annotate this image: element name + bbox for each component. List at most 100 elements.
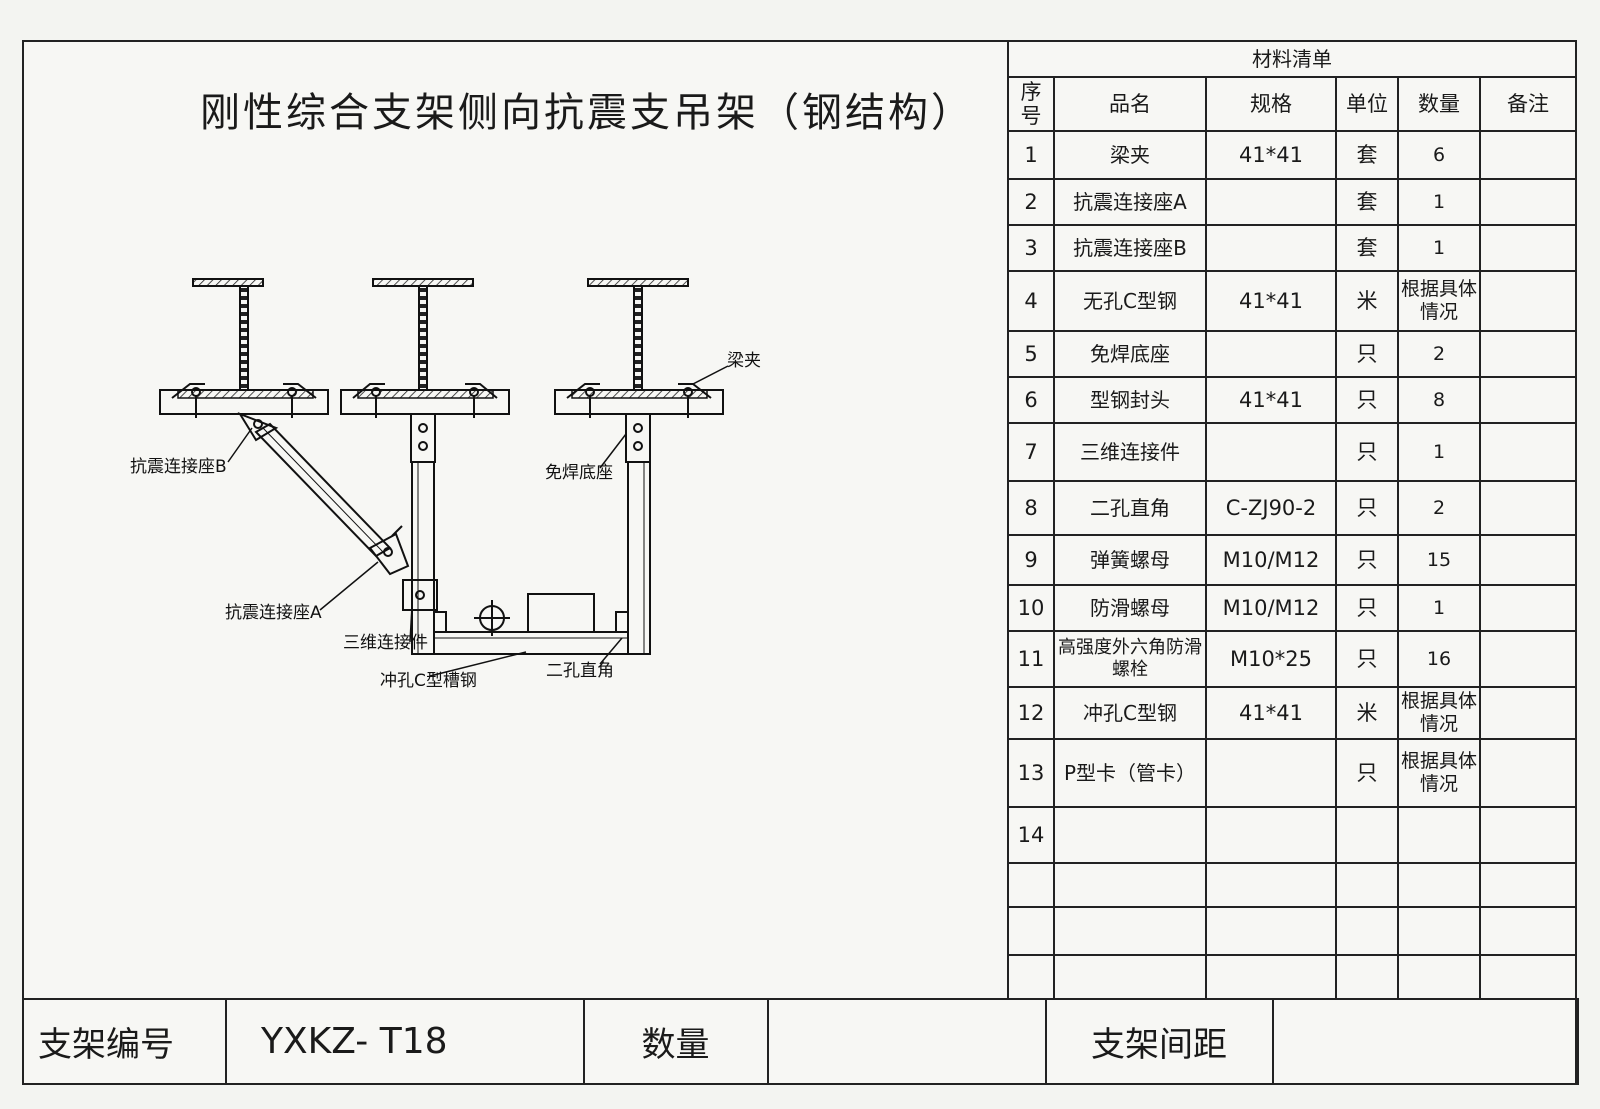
cell-index: 12	[1007, 686, 1055, 740]
cell-remark	[1478, 130, 1578, 180]
cell-index: 14	[1007, 806, 1055, 864]
cell-remark	[1478, 178, 1578, 226]
seismic-seat-b	[237, 411, 279, 442]
cell-spec	[1205, 178, 1337, 226]
header-index: 序号	[1007, 76, 1055, 132]
cell-unit: 只	[1335, 630, 1399, 688]
cell-quantity: 根据具体情况	[1397, 270, 1481, 332]
label-three-d-connector: 三维连接件	[343, 633, 428, 653]
two-hole-angles	[434, 611, 628, 632]
cell-name: 抗震连接座B	[1053, 224, 1207, 272]
cell-index	[1007, 862, 1055, 908]
cell-quantity: 1	[1397, 178, 1481, 226]
cell-quantity: 16	[1397, 630, 1481, 688]
header-spec: 规格	[1205, 76, 1337, 132]
beam-clamps	[171, 383, 712, 418]
vertical-channels	[411, 461, 651, 655]
cell-index: 6	[1007, 376, 1055, 424]
cell-index	[1007, 906, 1055, 956]
cell-remark	[1478, 224, 1578, 272]
cell-unit: 米	[1335, 270, 1399, 332]
cell-spec: 41*41	[1205, 376, 1337, 424]
cell-index: 11	[1007, 630, 1055, 688]
cell-index: 8	[1007, 480, 1055, 536]
cell-unit: 只	[1335, 422, 1399, 482]
cell-quantity: 根据具体情况	[1397, 738, 1481, 808]
cell-remark	[1478, 584, 1578, 632]
cell-remark	[1478, 630, 1578, 688]
cell-name	[1053, 862, 1207, 908]
cell-spec: 41*41	[1205, 686, 1337, 740]
cell-spec	[1205, 330, 1337, 378]
seismic-seat-a	[368, 525, 410, 576]
cell-name: 冲孔C型钢	[1053, 686, 1207, 740]
cell-quantity: 1	[1397, 224, 1481, 272]
cell-unit: 只	[1335, 738, 1399, 808]
cell-spec	[1205, 906, 1337, 956]
cell-spec: 41*41	[1205, 130, 1337, 180]
cell-unit: 只	[1335, 330, 1399, 378]
cell-name: 弹簧螺母	[1053, 534, 1207, 586]
cell-unit: 套	[1335, 178, 1399, 226]
cell-unit: 米	[1335, 686, 1399, 740]
leader-lines	[227, 365, 729, 677]
cell-unit: 只	[1335, 376, 1399, 424]
label-weld-free-base: 免焊底座	[545, 463, 613, 483]
cell-spec	[1205, 954, 1337, 1000]
cell-quantity	[1397, 806, 1481, 864]
spacing-label: 支架间距	[1045, 998, 1274, 1085]
cell-remark	[1478, 906, 1578, 956]
cell-quantity: 6	[1397, 130, 1481, 180]
cell-remark	[1478, 480, 1578, 536]
cell-unit	[1335, 954, 1399, 1000]
cell-spec: M10/M12	[1205, 534, 1337, 586]
cell-quantity: 1	[1397, 584, 1481, 632]
spacing-value	[1272, 998, 1579, 1085]
materials-caption-row: 材料清单	[1006, 40, 1578, 78]
label-two-hole-angle: 二孔直角	[546, 661, 614, 681]
quantity-label: 数量	[583, 998, 769, 1085]
cell-name: 三维连接件	[1053, 422, 1207, 482]
cell-remark	[1478, 686, 1578, 740]
materials-header-row: 序号 品名 规格 单位 数量 备注	[1007, 76, 1578, 132]
cell-spec	[1205, 738, 1337, 808]
cell-unit: 套	[1335, 224, 1399, 272]
cell-quantity: 8	[1397, 376, 1481, 424]
steel-beam-left	[159, 278, 329, 415]
cell-name: 高强度外六角防滑螺栓	[1053, 630, 1207, 688]
cell-index: 10	[1007, 584, 1055, 632]
materials-row	[1007, 862, 1578, 908]
cell-index: 3	[1007, 224, 1055, 272]
quantity-value	[767, 998, 1047, 1085]
cell-spec: M10/M12	[1205, 584, 1337, 632]
cell-unit	[1335, 806, 1399, 864]
cell-spec: C-ZJ90-2	[1205, 480, 1337, 536]
cell-quantity: 根据具体情况	[1397, 686, 1481, 740]
bottom-channel	[433, 631, 629, 655]
drawing-title: 刚性综合支架侧向抗震支吊架（钢结构）	[200, 90, 974, 136]
materials-row	[1007, 954, 1578, 1000]
cell-quantity	[1397, 862, 1481, 908]
cell-quantity: 15	[1397, 534, 1481, 586]
cell-quantity: 2	[1397, 330, 1481, 378]
cell-index: 13	[1007, 738, 1055, 808]
cell-remark	[1478, 422, 1578, 482]
cell-unit	[1335, 906, 1399, 956]
cell-remark	[1478, 376, 1578, 424]
label-beam-clamp: 梁夹	[727, 351, 761, 371]
cell-name: 梁夹	[1053, 130, 1207, 180]
cell-name: 型钢封头	[1053, 376, 1207, 424]
cell-unit: 套	[1335, 130, 1399, 180]
cell-name	[1053, 954, 1207, 1000]
cell-spec	[1205, 224, 1337, 272]
cell-index: 5	[1007, 330, 1055, 378]
cell-spec: M10*25	[1205, 630, 1337, 688]
bracket-no-value: YXKZ- T18	[225, 998, 585, 1085]
